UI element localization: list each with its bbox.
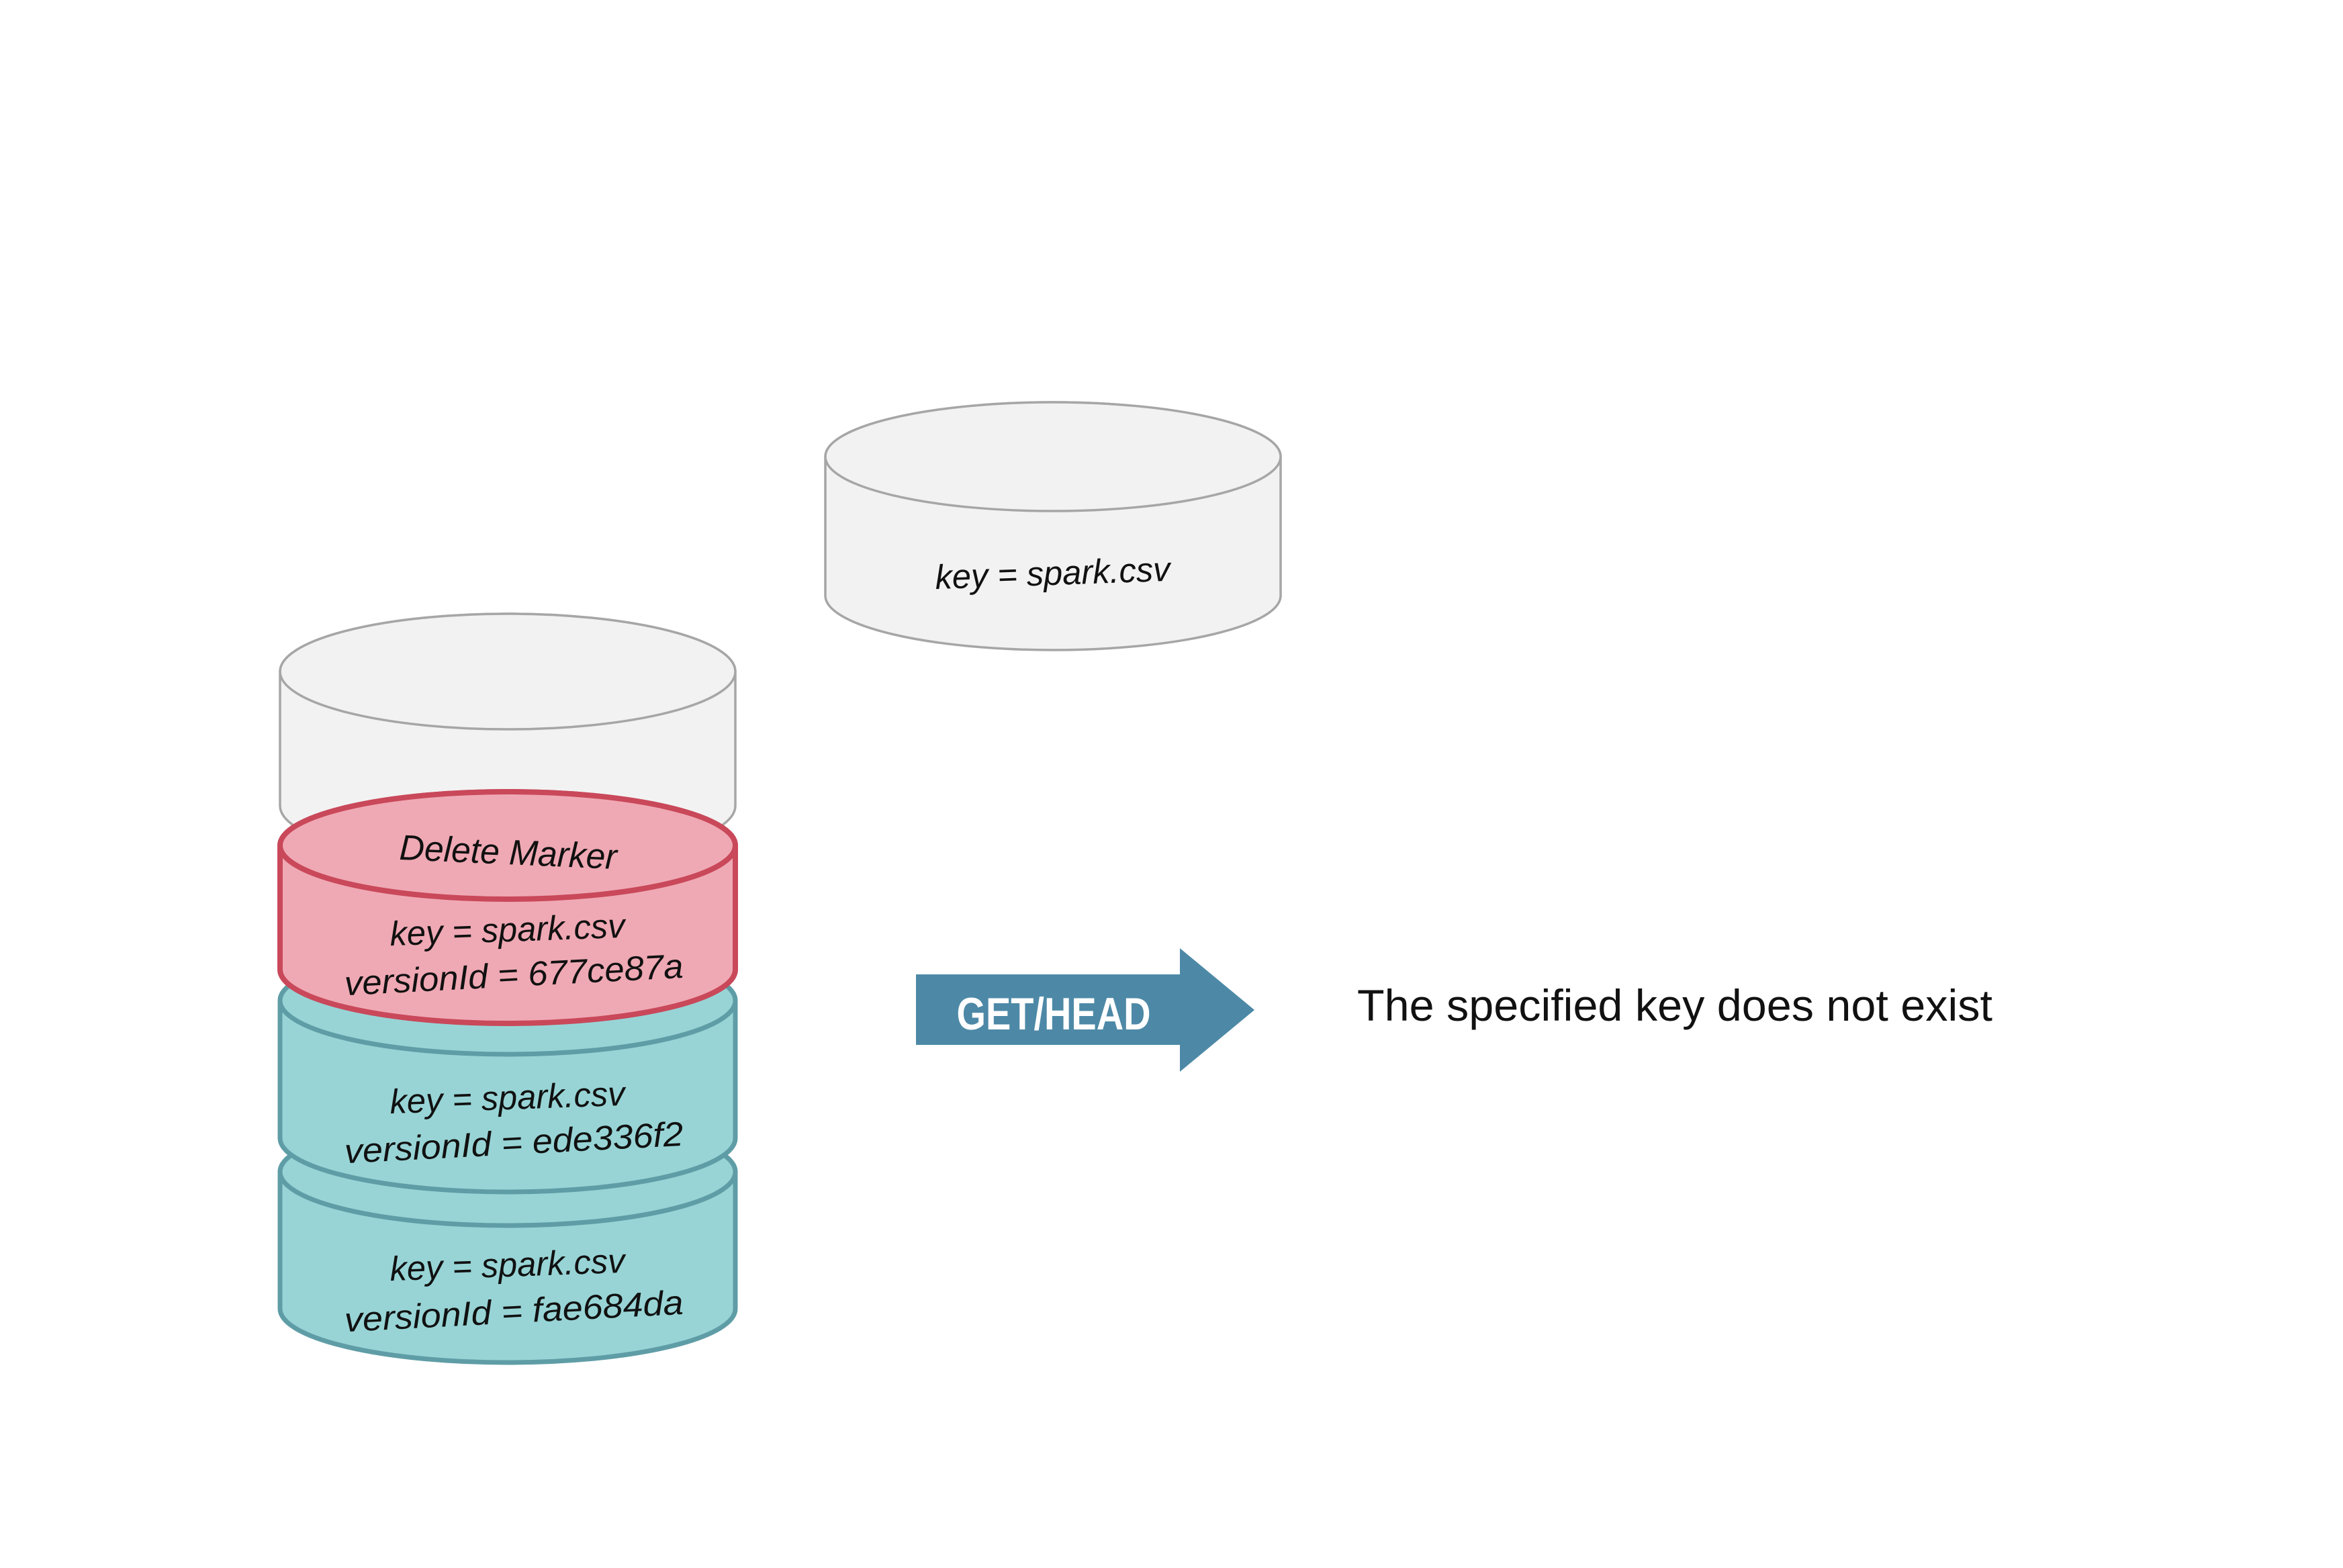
- svg-text:key = spark.csv: key = spark.csv: [389, 1242, 627, 1288]
- svg-text:The specified key does not exi: The specified key does not exist: [1357, 980, 1992, 1030]
- svg-text:key = spark.csv: key = spark.csv: [389, 907, 627, 953]
- svg-text:Delete Marker: Delete Marker: [399, 828, 620, 877]
- svg-text:key = spark.csv: key = spark.csv: [389, 1074, 627, 1121]
- svg-text:GET/HEAD: GET/HEAD: [957, 988, 1151, 1040]
- svg-text:key = spark.csv: key = spark.csv: [935, 550, 1173, 596]
